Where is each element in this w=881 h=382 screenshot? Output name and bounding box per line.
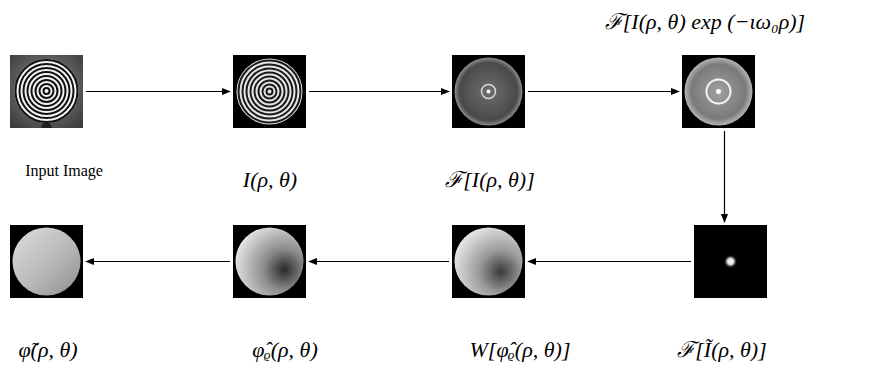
flow-arrow <box>309 91 449 92</box>
flow-arrow <box>528 261 691 262</box>
image-tile <box>233 55 306 128</box>
image-tile <box>452 225 525 298</box>
spectrum-image <box>452 55 525 128</box>
wrapped-phase-image <box>452 225 525 298</box>
image-node: ℱ[I(ρ, θ) exp (−ιω₀ρ)] <box>605 9 805 128</box>
image-node: W[φ̂ᵨ(ρ, θ)] <box>452 225 570 363</box>
masked-fringe-image <box>233 55 306 128</box>
formula-label: φ̃(ρ, θ) <box>18 337 77 362</box>
unwrapped-phase-image <box>233 225 306 298</box>
flow-arrow <box>724 131 725 222</box>
formula-label: ℱ[I(ρ, θ) exp (−ιω₀ρ)] <box>605 9 805 34</box>
formula-label: W[φ̂ᵨ(ρ, θ)] <box>470 337 571 362</box>
image-node: ℱ[Ĩ(ρ, θ)] <box>677 225 767 363</box>
image-node: Input Image <box>10 55 103 180</box>
flow-arrow <box>528 91 679 92</box>
formula-label: ℱ[I(ρ, θ)] <box>445 167 534 192</box>
image-node: ℱ[I(ρ, θ)] <box>445 55 534 193</box>
image-tile <box>233 225 306 298</box>
shifted-spectrum-image <box>682 55 755 128</box>
caption-label: Input Image <box>25 162 103 180</box>
image-tile <box>10 55 83 128</box>
flow-arrow <box>86 91 230 92</box>
image-tile <box>694 225 767 298</box>
image-tile <box>452 55 525 128</box>
formula-label: ℱ[Ĩ(ρ, θ)] <box>677 337 766 362</box>
phase-image <box>10 225 83 298</box>
formula-label: φ̂ᵨ(ρ, θ) <box>252 337 317 362</box>
image-node: φ̃(ρ, θ) <box>10 225 83 363</box>
image-tile <box>10 225 83 298</box>
flow-arrow <box>309 261 449 262</box>
input-photo <box>10 55 83 128</box>
filtered-spectrum-image <box>694 225 767 298</box>
image-node: φ̂ᵨ(ρ, θ) <box>233 225 318 363</box>
flow-arrow <box>86 261 230 262</box>
formula-label: I(ρ, θ) <box>243 167 297 192</box>
image-node: I(ρ, θ) <box>233 55 306 193</box>
image-tile <box>682 55 755 128</box>
